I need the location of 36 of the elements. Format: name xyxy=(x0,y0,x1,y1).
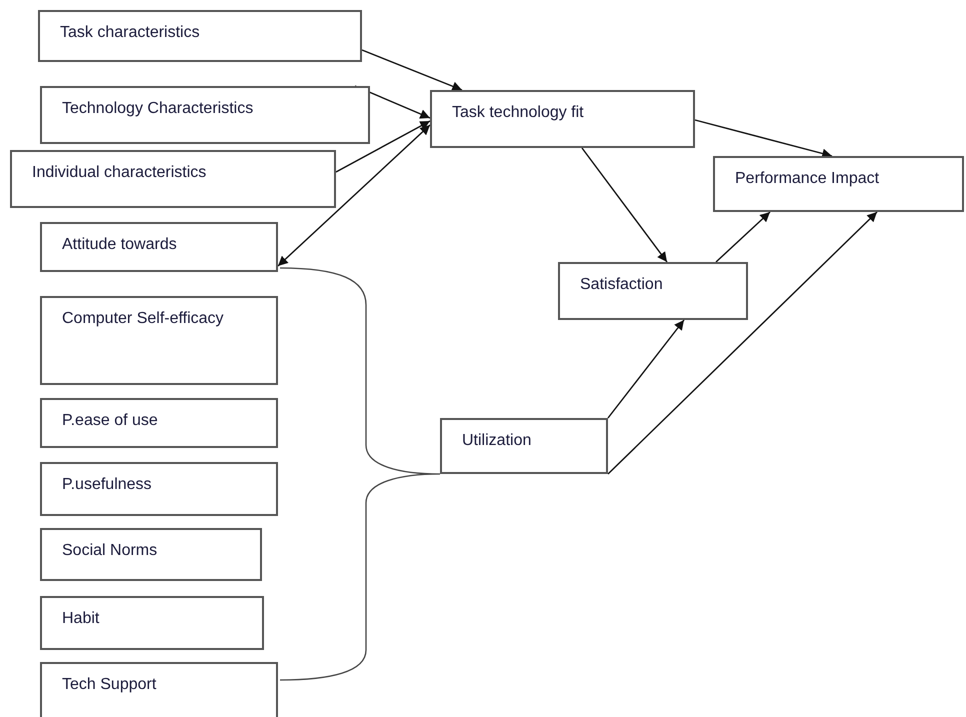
box-label: P.usefulness xyxy=(62,476,152,493)
box-label: Attitude towards xyxy=(62,236,177,253)
factor-box xyxy=(40,222,278,272)
factor-box xyxy=(440,418,608,474)
arrow xyxy=(694,119,832,158)
factor-box xyxy=(40,662,278,717)
factor-box xyxy=(40,86,370,144)
factor-box xyxy=(558,262,748,320)
arrow xyxy=(608,212,878,474)
box-label: Individual characteristics xyxy=(32,164,206,181)
factor-box xyxy=(40,462,278,516)
box-label: Task technology fit xyxy=(452,104,584,121)
box-label: Habit xyxy=(62,610,100,627)
box-label: Tech Support xyxy=(62,676,156,693)
arrow xyxy=(336,120,430,173)
factor-box xyxy=(40,528,262,581)
box-label: Task characteristics xyxy=(60,24,200,41)
box-label: Social Norms xyxy=(62,542,158,559)
box-label: Satisfaction xyxy=(580,276,663,293)
factor-box xyxy=(10,150,336,208)
box-label: Performance Impact xyxy=(735,170,880,187)
factor-box xyxy=(40,296,278,385)
factor-box xyxy=(40,398,278,448)
arrow xyxy=(607,320,685,418)
arrow xyxy=(278,124,430,267)
factor-box xyxy=(430,90,695,148)
arrow xyxy=(716,211,770,263)
box-label: P.ease of use xyxy=(62,412,158,429)
box-label: Technology Characteristics xyxy=(62,100,254,117)
box-label: Utilization xyxy=(462,432,532,449)
arrow xyxy=(362,49,462,91)
box-label: Computer Self-efficacy xyxy=(62,310,224,327)
factor-box xyxy=(38,10,362,62)
factor-box xyxy=(713,156,964,212)
arrow xyxy=(581,148,668,262)
factor-box xyxy=(40,596,264,650)
